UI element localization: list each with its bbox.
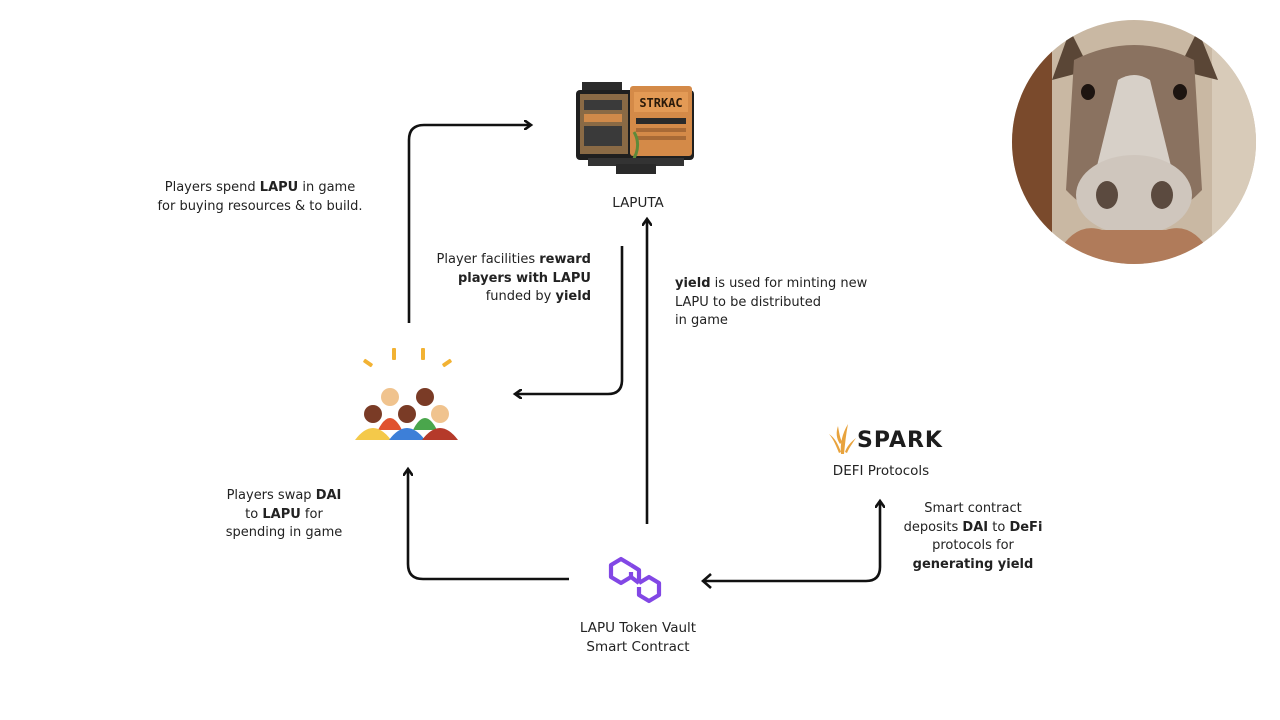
laputa-machine-icon: STRKAC — [576, 82, 694, 174]
annotation-deposit: Smart contract deposits DAI to DeFi prot… — [903, 501, 1043, 572]
annotation-spend: Players spend LAPU in game for buying re… — [157, 180, 363, 214]
presenter-avatar — [1012, 20, 1256, 264]
arrow-vault-to-spark — [704, 502, 880, 583]
laputa-node: STRKAC — [568, 72, 700, 182]
arrow-players-to-laputa — [407, 125, 530, 323]
vault-label-line2: Smart Contract — [586, 638, 690, 655]
annotation-swap: Players swap DAI to LAPU for spending in… — [225, 488, 343, 540]
arrow-laputa-to-players — [516, 246, 624, 394]
laputa-machine-text: STRKAC — [639, 96, 682, 110]
vault-node — [604, 556, 666, 604]
vault-label: LAPU Token Vault Smart Contract — [558, 619, 718, 656]
annotation-reward: Player facilities reward players with LA… — [436, 252, 591, 304]
spark-brand: SPARK — [857, 428, 943, 453]
polygon-icon — [608, 556, 662, 604]
vault-label-line1: LAPU Token Vault — [579, 620, 697, 636]
spark-node — [826, 420, 858, 456]
donkey-face-image — [1012, 20, 1256, 264]
spark-label: DEFI Protocols — [832, 463, 930, 479]
arrow-vault-to-players — [408, 470, 569, 581]
players-node — [350, 344, 465, 444]
arrow-spark-to-vault-head — [701, 573, 712, 589]
annotation-yield: yield is used for minting new LAPU to be… — [675, 276, 868, 328]
spark-logo-icon — [829, 424, 856, 454]
laputa-label: LAPUTA — [612, 195, 664, 211]
players-group-icon — [355, 348, 458, 440]
